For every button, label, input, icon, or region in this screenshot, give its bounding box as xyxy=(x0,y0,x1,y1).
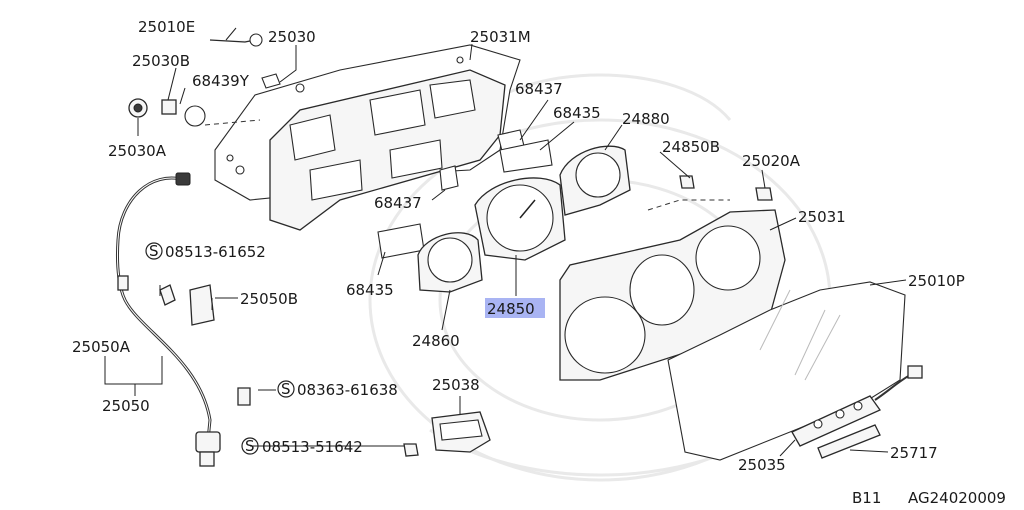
label-68435-low: 68435 xyxy=(346,281,394,299)
speedometer-24850 xyxy=(474,177,566,261)
label-25050B: 25050B xyxy=(240,290,298,308)
screw-symbol-icon: S xyxy=(245,437,255,455)
screw-ref-08363-61638: S 08363-61638 xyxy=(277,380,398,399)
label-24850: 24850 xyxy=(487,300,535,318)
meter-case-25031M xyxy=(269,69,506,231)
label-08363-61638: 08363-61638 xyxy=(297,381,398,399)
bulb-parts xyxy=(128,33,281,127)
label-68435-top: 68435 xyxy=(553,104,601,122)
label-25030: 25030 xyxy=(268,28,316,46)
label-25050: 25050 xyxy=(102,397,150,415)
part-labels: 25010E 25030 25031M 25030B 68439Y 25030A… xyxy=(72,18,1006,507)
label-25050A: 25050A xyxy=(72,338,131,356)
speedometer-cable-25050 xyxy=(116,172,221,467)
screw-ref-08513-61652: S 08513-61652 xyxy=(145,242,266,261)
label-24850B: 24850B xyxy=(662,138,720,156)
label-68437-top: 68437 xyxy=(515,80,563,98)
label-25717: 25717 xyxy=(890,444,938,462)
lens-cover-25010P xyxy=(667,281,906,461)
bracket-25038 xyxy=(431,411,491,453)
footer-diagram-id: AG24020009 xyxy=(908,489,1006,507)
label-25038: 25038 xyxy=(432,376,480,394)
label-25010E: 25010E xyxy=(138,18,195,36)
label-68437-mid: 68437 xyxy=(374,194,422,212)
screw-symbol-icon: S xyxy=(281,380,291,398)
gauge-24880 xyxy=(559,145,631,216)
label-24860: 24860 xyxy=(412,332,460,350)
label-08513-51642: 08513-51642 xyxy=(262,438,363,456)
label-25030A: 25030A xyxy=(108,142,167,160)
label-25035: 25035 xyxy=(738,456,786,474)
footer-code-b11: B11 xyxy=(852,489,881,507)
clips-and-screws xyxy=(159,175,773,457)
label-24880: 24880 xyxy=(622,110,670,128)
screw-symbol-icon: S xyxy=(149,242,159,260)
switch-panel-25035 xyxy=(791,365,923,459)
label-25031M: 25031M xyxy=(470,28,531,46)
dial-plates xyxy=(377,129,553,259)
screw-ref-08513-51642: S 08513-51642 xyxy=(241,437,363,456)
leader-lines xyxy=(104,27,907,457)
label-25030B: 25030B xyxy=(132,52,190,70)
label-08513-61652: 08513-61652 xyxy=(165,243,266,261)
label-25010P: 25010P xyxy=(908,272,965,290)
label-25031: 25031 xyxy=(798,208,846,226)
label-25020A: 25020A xyxy=(742,152,801,170)
highlight-box-24850 xyxy=(485,298,545,318)
label-68439Y: 68439Y xyxy=(192,72,250,90)
gauge-24860 xyxy=(417,232,483,293)
